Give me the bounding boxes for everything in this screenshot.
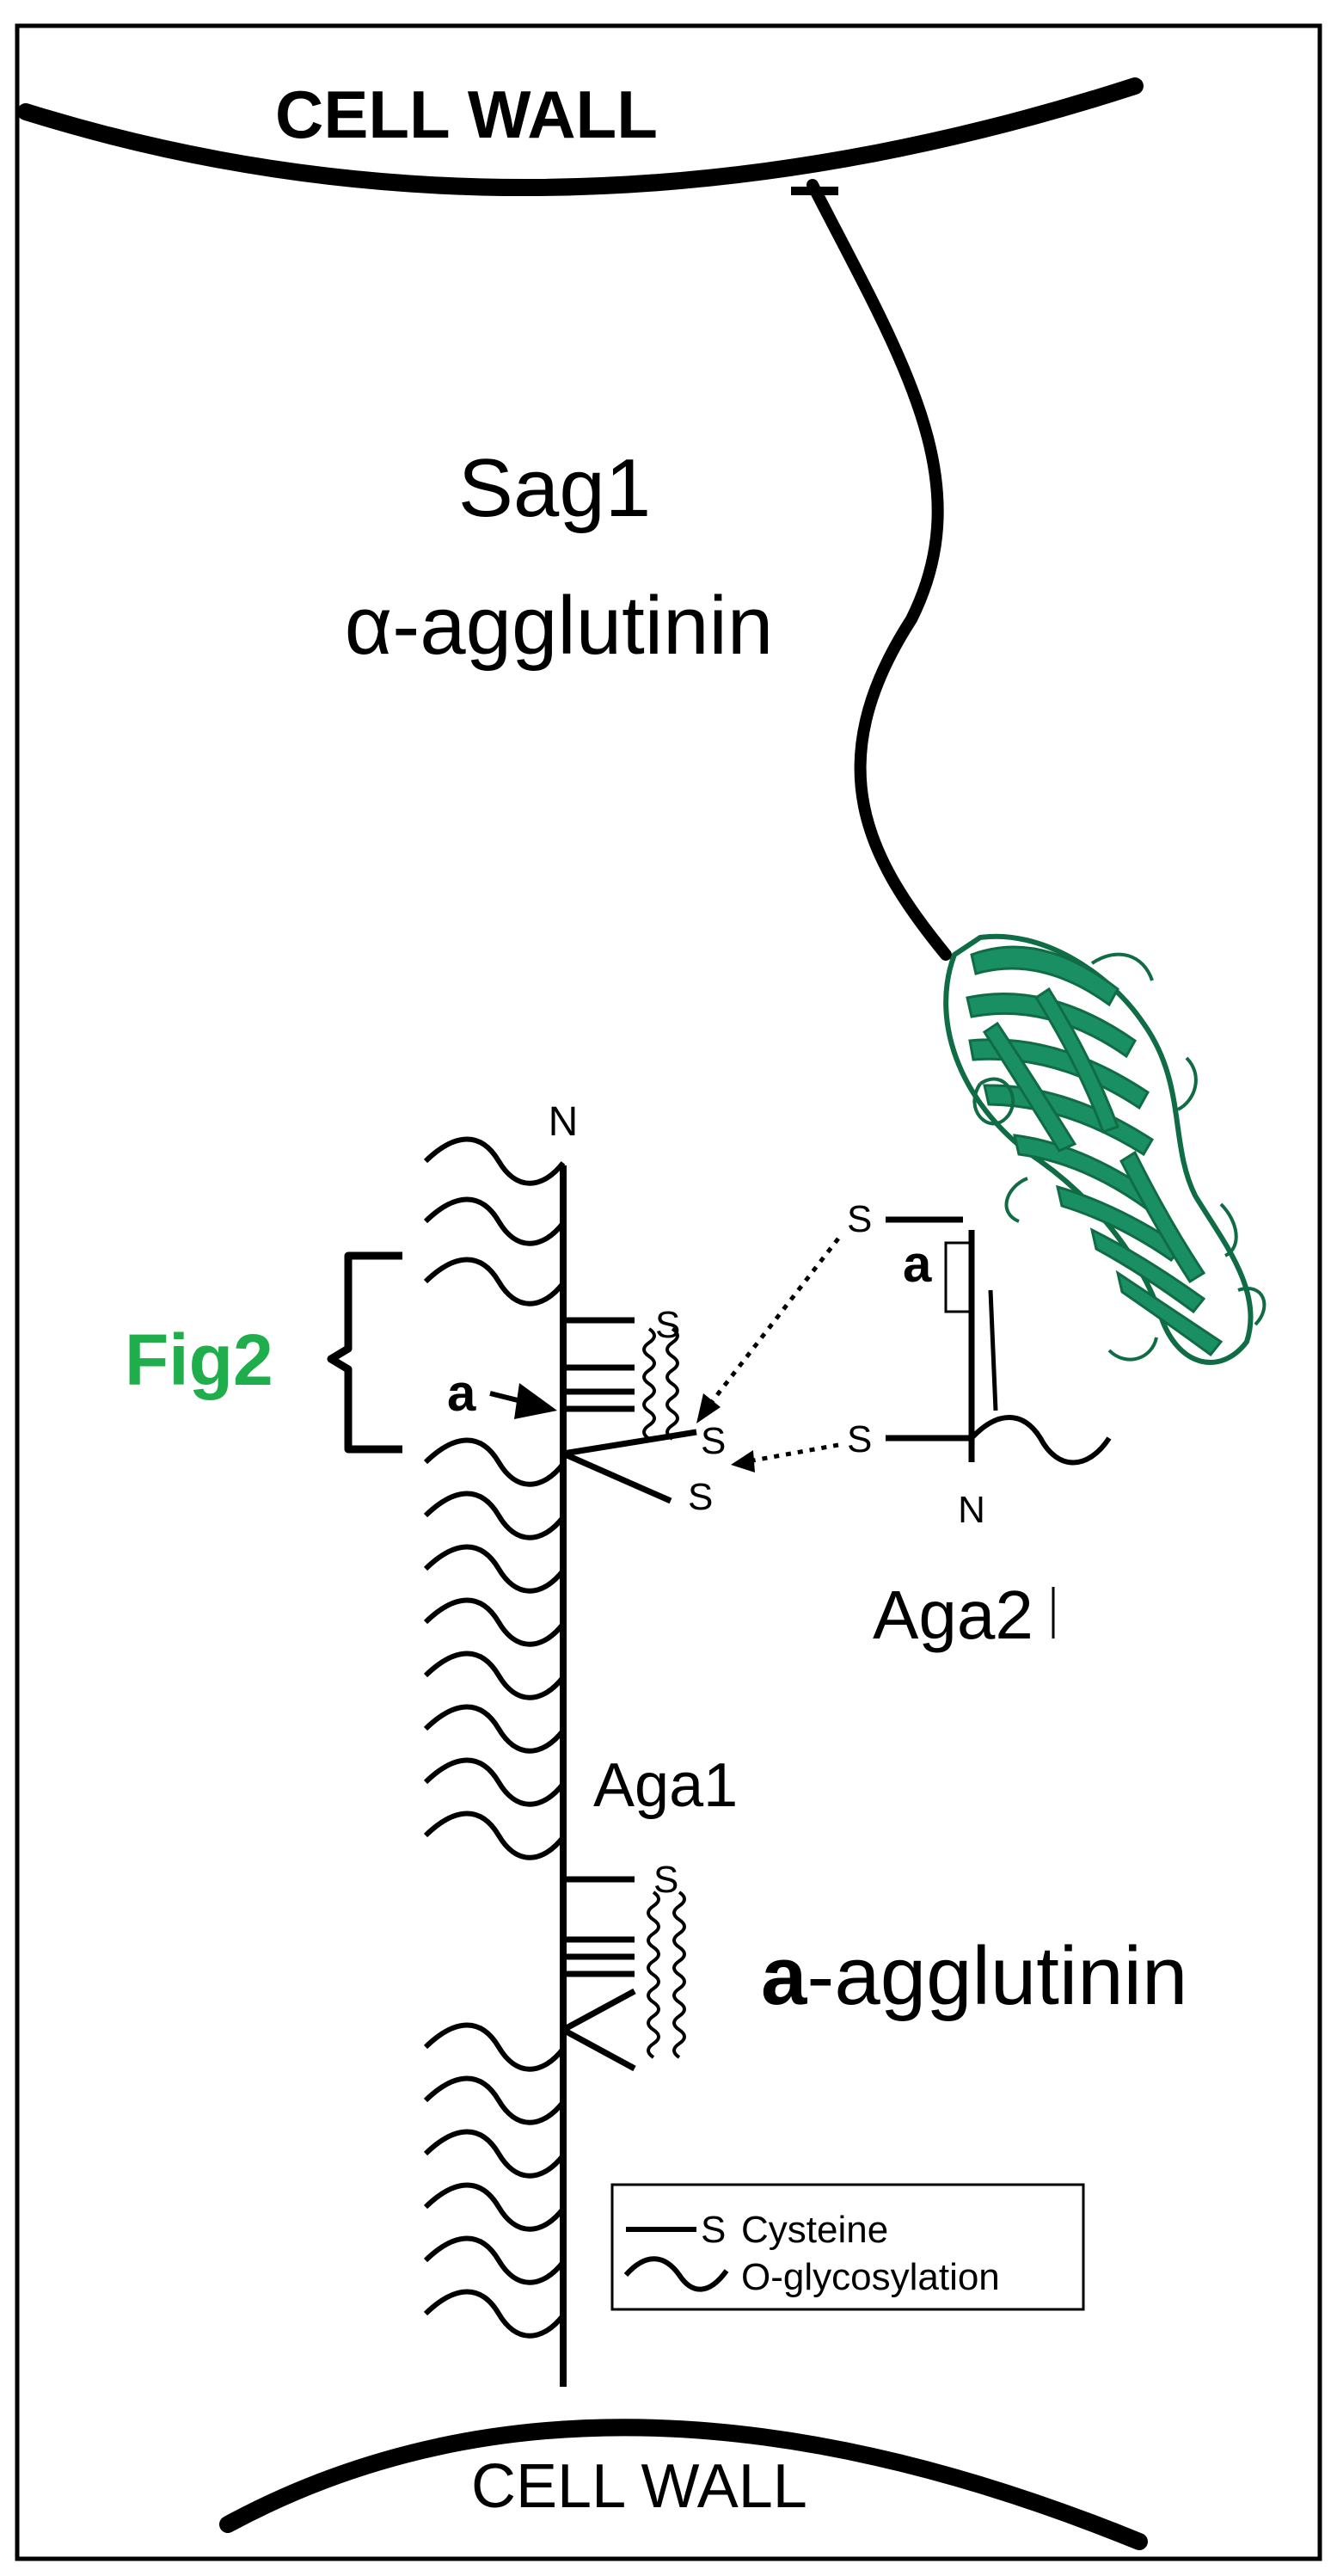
fig2-bracket [327,1251,402,1454]
glycosylation-wave [423,1437,566,1487]
bottom-cell-wall-label: CELL WALL [471,2452,807,2521]
glycosylation-wave [423,1651,566,1700]
aga1-glycosylation-waves [423,1136,566,2339]
glycosylation-wave [423,2022,566,2072]
disulfide-arrowhead-1 [696,1393,721,1423]
glycosylation-wave [423,1136,566,1186]
aga2-name-label: Aga2 [873,1577,1033,1653]
aga1-site-a-label: a [447,1364,476,1422]
site-a-arrowhead [514,1383,557,1419]
glycosylation-wave [423,1257,566,1306]
top-cell-wall [17,77,1144,197]
aga1-sulfur-low: S [688,1476,713,1518]
alpha-symbol: α [345,580,393,672]
glycosylation-wave [423,2235,566,2285]
aga1-sulfur-mid: S [701,1420,726,1462]
a-agglutinin-rest: -agglutinin [806,1930,1187,2022]
glycosylation-wave [423,1491,566,1540]
legend-cysteine-symbol: S [701,2209,726,2251]
glycosylation-wave [423,1757,566,1807]
aga1-lower-helix [647,1891,686,2059]
sag1-name-label: Sag1 [458,442,651,534]
aga1-name-label: Aga1 [593,1751,738,1820]
aga1-lower-cysteines [561,1876,636,2072]
aga1-upper-cysteines [561,1317,697,1504]
disulfide-arrowhead-2 [731,1450,755,1472]
legend-glyco-label: O-glycosylation [741,2256,1000,2298]
a-agglutinin-label: a-agglutinin [761,1930,1187,2022]
glycosylation-wave [423,1544,566,1594]
aga1-sulfur-top: S [655,1304,680,1346]
fig2-label: Fig2 [125,1319,273,1400]
glycosylation-wave [423,1597,566,1647]
glycosylation-wave [423,1704,566,1754]
glycosylation-wave [423,2289,566,2339]
aga2-sulfur-low: S [847,1418,872,1460]
sag1-stalk [806,179,952,961]
legend-cysteine-label: Cysteine [741,2209,888,2251]
sag1-protein-structure [943,933,1266,1365]
disulfide-dotted-arrows [703,1237,840,1465]
sag1-suffix: -agglutinin [392,580,773,672]
a-agglutinin-bold: a [761,1930,807,2022]
glycosylation-wave [423,1811,566,1860]
aga1-n-terminus: N [549,1099,579,1145]
legend: S Cysteine O-glycosylation [610,2183,1085,2311]
aga2-n-terminus: N [958,1489,985,1531]
aga2-box-label: a [903,1235,932,1293]
bottom-cell-wall [219,2419,1148,2550]
glycosylation-wave [423,2075,566,2125]
glycosylation-wave [423,2182,566,2232]
glycosylation-wave [423,1196,566,1246]
aga2-sulfur-top: S [847,1198,872,1240]
glycosylation-wave [423,2129,566,2179]
sag1-type-label: α-agglutinin [345,580,773,672]
figure-frame [15,23,1322,2561]
aga1-lower-sulfur: S [653,1859,678,1901]
legend-glyco-wave [623,2256,729,2292]
aga2-cut-edge [988,1289,998,1411]
aga2-glyco-wave [969,1415,1112,1466]
aga1-upper-helix [642,1327,679,1441]
top-cell-wall-label: CELL WALL [275,77,658,152]
aga2-subunit [886,1216,1112,1466]
